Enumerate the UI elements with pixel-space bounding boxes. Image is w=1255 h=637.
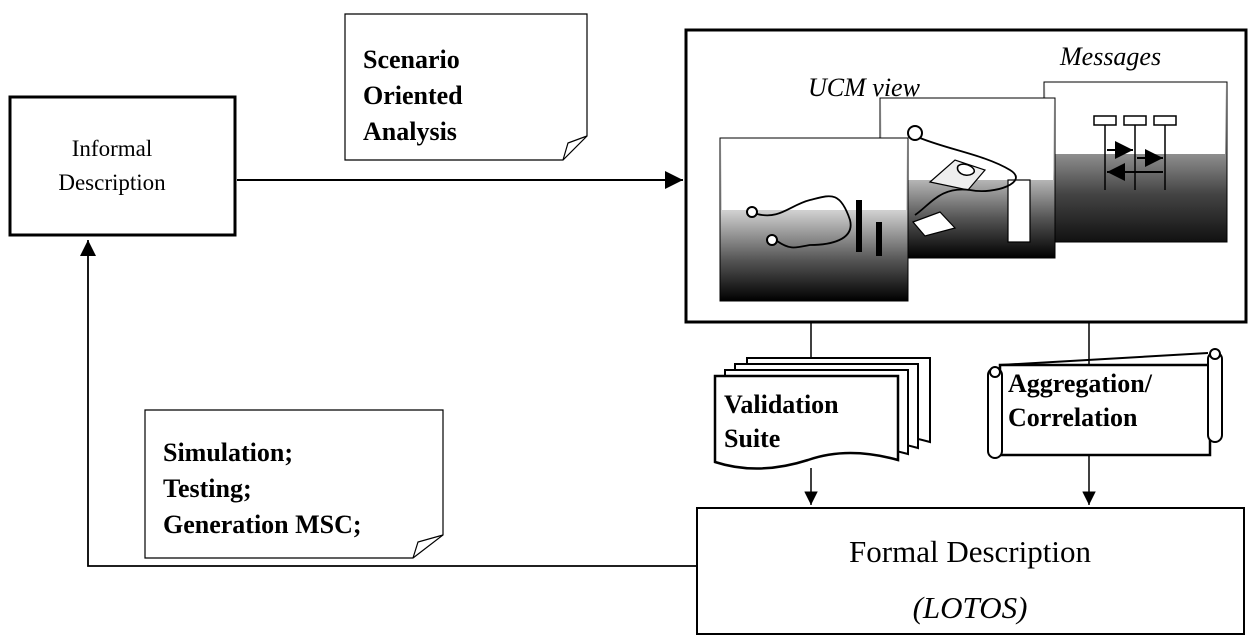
formal-description-box: Formal Description (LOTOS) — [696, 507, 1245, 635]
aggregation-scroll: Aggregation/ Correlation — [987, 348, 1223, 459]
validation-line2: Suite — [724, 424, 780, 453]
validation-suite-doc: Validation Suite — [713, 357, 931, 470]
scenario-analysis-note: Scenario Oriented Analysis — [344, 13, 588, 161]
validation-line1: Validation — [724, 390, 839, 419]
arrow-formal-to-informal — [79, 240, 697, 567]
formal-line2: (LOTOS) — [913, 590, 1028, 625]
front-window — [719, 137, 909, 302]
simulation-line1: Simulation; — [163, 438, 293, 467]
simulation-note: Simulation; Testing; Generation MSC; — [144, 409, 444, 559]
informal-description-box: Informal Description — [8, 95, 237, 237]
simulation-line3: Generation MSC; — [163, 510, 362, 539]
messages-label: Messages — [1059, 42, 1161, 71]
ucm-view-label: UCM view — [808, 73, 921, 102]
aggregation-line1: Aggregation/ — [1008, 369, 1153, 398]
aggregation-line2: Correlation — [1008, 403, 1138, 432]
ucm-panel: Messages UCM view — [684, 28, 1248, 324]
informal-line2: Description — [58, 170, 166, 195]
analysis-line1: Scenario — [363, 45, 460, 74]
formal-line1: Formal Description — [849, 534, 1091, 569]
analysis-line2: Oriented — [363, 81, 463, 110]
messages-window — [1043, 81, 1228, 243]
analysis-line3: Analysis — [363, 117, 457, 146]
informal-line1: Informal — [72, 136, 152, 161]
simulation-line2: Testing; — [163, 474, 252, 503]
ucm-view-window — [879, 97, 1056, 259]
